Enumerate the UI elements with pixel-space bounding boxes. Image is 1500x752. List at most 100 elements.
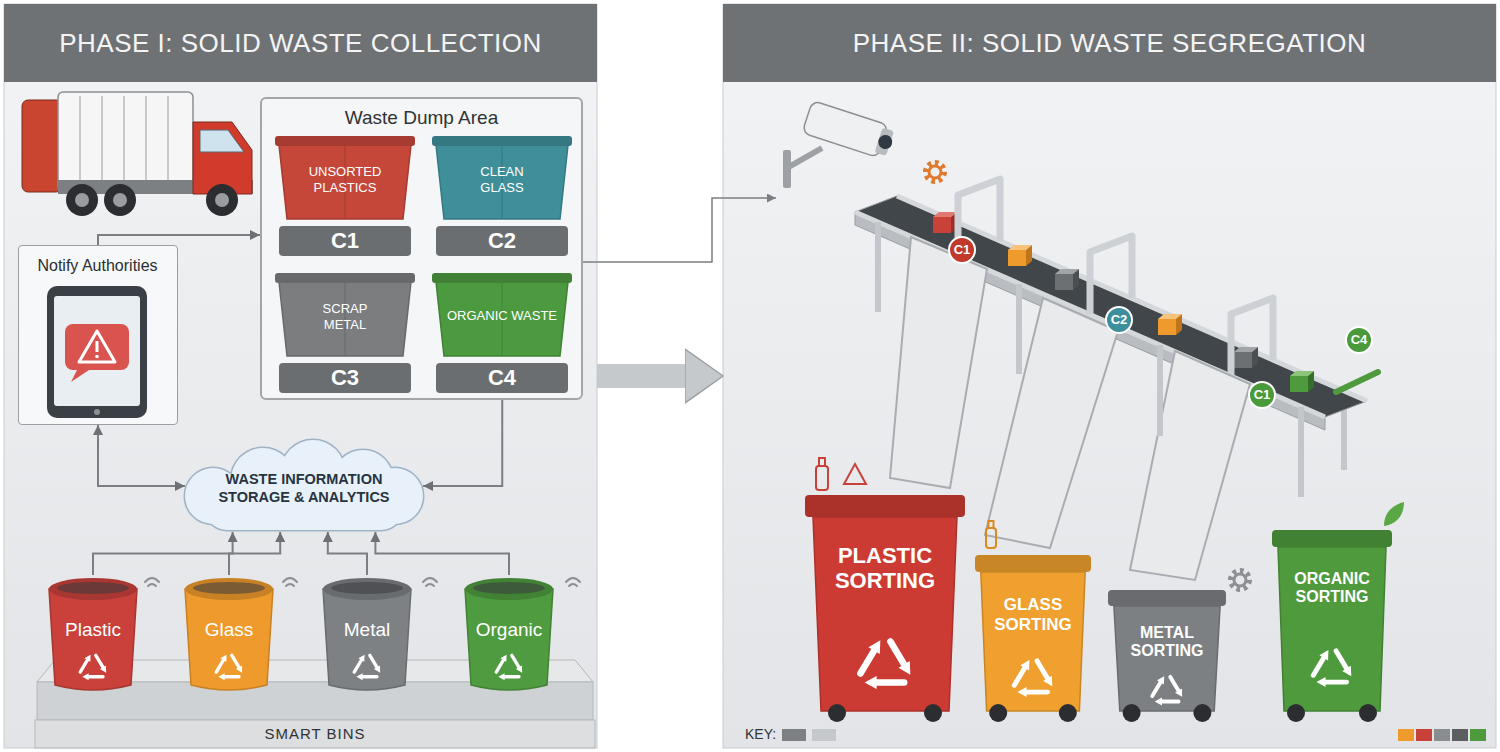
- bin-label: Plastic: [45, 619, 141, 642]
- pusher-arm: [1336, 372, 1378, 392]
- chute: [985, 298, 1118, 548]
- panel-ground: [4, 4, 1496, 748]
- smart-bin: Plastic: [45, 575, 141, 693]
- gear-icon: [926, 163, 944, 181]
- garbage-truck: [206, 184, 238, 216]
- container-label: UNSORTED PLASTICS: [301, 164, 389, 195]
- garbage-truck: [104, 184, 136, 216]
- phase-title: PHASE II: SOLID WASTE SEGREGATION: [723, 4, 1496, 82]
- phase-arrow: [597, 364, 685, 388]
- sorting-bin-shape: [1316, 677, 1325, 687]
- alert-box-shape: [94, 409, 100, 415]
- alert-box-shape: [79, 331, 115, 362]
- smart-bin-shape: [354, 659, 362, 673]
- sorting-bin-shape: [975, 555, 1091, 723]
- bin-platform-shape: [35, 720, 595, 748]
- container-label: CLEAN GLASS: [458, 164, 546, 195]
- sorting-bin-shape: [975, 555, 1091, 572]
- panel-ground: [723, 4, 1496, 748]
- smart-bin-shape: [84, 655, 90, 662]
- container-code: C4: [432, 363, 572, 393]
- container-badge-shape: [1249, 382, 1275, 408]
- container-label: SCRAP METAL: [301, 301, 389, 332]
- sorting-bin-label: METAL SORTING: [1114, 624, 1220, 661]
- container-badge-shape: [1249, 382, 1275, 408]
- container-code: C3: [275, 363, 415, 393]
- key-swatch: [1434, 729, 1450, 741]
- container-badge-shape: [949, 237, 975, 263]
- sorting-bin-shape: [813, 517, 957, 711]
- wifi-signal: [145, 578, 159, 586]
- flow-connector: [328, 532, 367, 575]
- phase-title: PHASE I: SOLID WASTE COLLECTION: [4, 4, 597, 82]
- bottle-icon: [819, 458, 825, 466]
- waste-item: [1252, 347, 1258, 368]
- container-badge-shape: [1106, 307, 1132, 333]
- smart-bin-shape: [218, 673, 224, 680]
- gear-icon: [1234, 574, 1246, 586]
- sorting-bin-shape: [1272, 530, 1392, 547]
- bin-platform: PlasticGlassMetalOrganicSMART BINS: [35, 560, 595, 748]
- bottle-icon: [816, 466, 828, 490]
- badge-code: C4: [1345, 326, 1373, 354]
- container-badge-shape: [1346, 327, 1372, 353]
- sorting-bin-shape: [865, 676, 877, 689]
- sorting-bin-shape: [1123, 704, 1141, 722]
- garbage-truck: [66, 184, 98, 216]
- smart-bin-shape: [473, 582, 545, 594]
- key-swatch: [1452, 729, 1468, 741]
- bottle-icon: [986, 528, 996, 548]
- container-badge-shape: [1346, 327, 1372, 353]
- sorting-bin-shape: [873, 679, 904, 686]
- sorting-bin-shape: [1114, 606, 1220, 711]
- camera-feed-line: [583, 198, 776, 262]
- sorting-bin-label: ORGANIC SORTING: [1278, 570, 1386, 607]
- sorting-bin-label: PLASTIC SORTING: [815, 543, 955, 594]
- flow-connector: [229, 532, 280, 575]
- waste-container: CLEAN GLASSC2: [432, 133, 572, 258]
- waste-container-shape: [275, 136, 415, 146]
- security-camera: [787, 148, 822, 168]
- alert-box-shape: [71, 370, 89, 382]
- key-swatch: [1398, 729, 1414, 741]
- waste-item: [1158, 319, 1176, 335]
- waste-item: [1290, 376, 1308, 392]
- waste-item: [933, 217, 951, 233]
- sorting-bin-shape: [805, 495, 965, 722]
- garbage-truck: [113, 193, 127, 207]
- sorting-bin-shape: [1017, 687, 1026, 697]
- container-badge: C1: [948, 236, 976, 264]
- smart-bin-shape: [100, 666, 106, 673]
- waste-container: ORGANIC WASTEC4: [432, 270, 572, 395]
- bottle-icon: [989, 521, 994, 528]
- area-title: Waste Dump Area: [262, 107, 581, 130]
- sorting-bin-shape: [1059, 704, 1077, 722]
- leaf-icon: [1384, 502, 1404, 526]
- smart-bin: Glass: [181, 575, 277, 693]
- sorting-bin-shape: [805, 495, 965, 723]
- alert-box: Notify Authorities: [18, 245, 178, 425]
- phase-panel: C1C2C4C1PLASTIC SORTINGGLASS SORTINGMETA…: [723, 4, 1496, 748]
- badge-code: C1: [948, 236, 976, 264]
- smart-bin-shape: [361, 675, 377, 678]
- key-swatch: [782, 729, 1486, 741]
- sorting-bin-shape: [1287, 704, 1305, 722]
- sorting-bin: GLASS SORTING: [975, 555, 1091, 723]
- bottle-icon: [844, 464, 866, 484]
- container-badge: C1: [1248, 381, 1276, 409]
- security-camera: [876, 133, 894, 151]
- conveyor-leg: [878, 222, 1301, 497]
- sorting-bin-shape: [1024, 690, 1048, 695]
- key-swatch: [782, 729, 806, 741]
- chute: [890, 237, 987, 488]
- security-camera: [802, 101, 897, 161]
- gear-icon: [1231, 571, 1249, 589]
- sorting-bin-shape: [1157, 676, 1164, 684]
- sorting-bin-shape: [1160, 700, 1179, 704]
- smart-bin-shape: [223, 675, 239, 678]
- security-camera: [875, 128, 894, 156]
- waste-container-shape: [275, 136, 415, 256]
- waste-container-shape: [279, 282, 411, 356]
- sorting-bin: METAL SORTING: [1108, 590, 1226, 723]
